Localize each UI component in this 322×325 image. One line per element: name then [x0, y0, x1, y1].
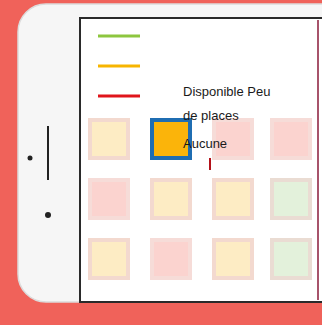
legend-line [98, 95, 140, 98]
legend-line [98, 35, 140, 38]
legend: Disponible Peu de places Aucune [183, 80, 283, 154]
seat-grid [90, 120, 310, 278]
legend-label: Aucune [183, 134, 283, 154]
legend-line [98, 65, 140, 68]
legend-label: Disponible [183, 84, 244, 99]
